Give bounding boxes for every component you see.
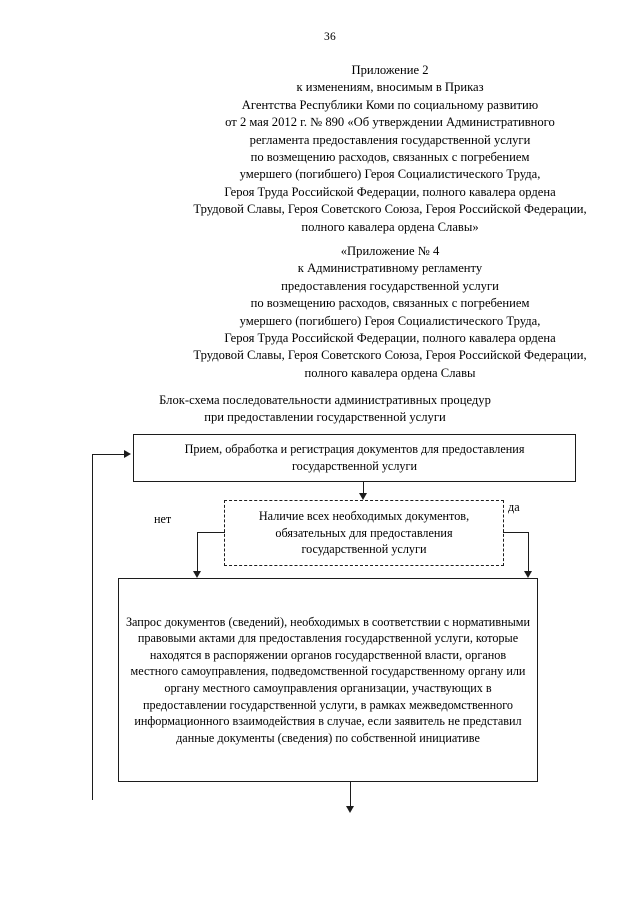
appendix-title-line: по возмещению расходов, связанных с погр… xyxy=(250,296,530,311)
arrowhead-down-icon xyxy=(359,493,367,500)
appendix-reference-line: от 2 мая 2012 г. № 890 «Об утверждении А… xyxy=(225,115,555,130)
appendix-title-line: Героя Труда Российской Федерации, полног… xyxy=(224,331,556,346)
appendix-reference-line: Героя Труда Российской Федерации, полног… xyxy=(224,184,556,199)
appendix-reference-line: Трудовой Славы, Героя Советского Союза, … xyxy=(193,202,587,217)
flowchart-node-request: Запрос документов (сведений), необходимы… xyxy=(118,578,538,782)
arrowhead-right-icon xyxy=(124,450,131,458)
arrowhead-down-icon xyxy=(346,806,354,813)
appendix-title-block: «Приложение № 4 к Административному регл… xyxy=(148,243,632,382)
connector-request-outgoing xyxy=(350,782,352,810)
appendix-title-line: к Административному регламенту xyxy=(297,261,483,276)
appendix-reference-line: по возмещению расходов, связанных с погр… xyxy=(250,150,530,165)
connector-no-horizontal xyxy=(197,532,225,534)
connector-feedback-vertical xyxy=(92,454,94,800)
flowchart-node-decision-label: Наличие всех необходимых документов, обя… xyxy=(258,509,470,557)
appendix-reference-line: Агентства Республики Коми по социальному… xyxy=(241,97,539,112)
appendix-reference-line: умершего (погибшего) Героя Социалистичес… xyxy=(239,167,541,182)
flowchart-node-decision: Наличие всех необходимых документов, обя… xyxy=(224,500,504,566)
appendix-reference-line: полного кавалера ордена Славы» xyxy=(301,219,479,234)
flowchart-title: Блок-схема последовательности администра… xyxy=(90,392,560,427)
appendix-title-line: умершего (погибшего) Героя Социалистичес… xyxy=(239,313,541,328)
appendix-reference-block: Приложение 2 к изменениям, вносимым в Пр… xyxy=(148,62,632,236)
arrowhead-down-icon xyxy=(524,571,532,578)
connector-yes-vertical xyxy=(528,532,530,574)
appendix-title-line: полного кавалера ордена Славы xyxy=(304,365,476,380)
flowchart-title-line: Блок-схема последовательности администра… xyxy=(159,393,491,407)
appendix-reference-line: регламента предоставления государственно… xyxy=(249,132,531,147)
connector-feedback-horizontal xyxy=(92,454,125,456)
connector-intake-to-decision xyxy=(363,482,365,496)
connector-yes-horizontal xyxy=(503,532,529,534)
flowchart-node-intake-label: Прием, обработка и регистрация документо… xyxy=(184,442,525,473)
flowchart-node-request-label: Запрос документов (сведений), необходимы… xyxy=(125,614,531,745)
flowchart-node-intake: Прием, обработка и регистрация документо… xyxy=(133,434,576,482)
arrowhead-down-icon xyxy=(193,571,201,578)
flowchart-branch-label-yes: да xyxy=(508,500,520,514)
appendix-title-line: Трудовой Славы, Героя Советского Союза, … xyxy=(193,348,587,363)
appendix-title-line: предоставления государственной услуги xyxy=(281,278,499,293)
flowchart-title-line: при предоставлении государственной услуг… xyxy=(204,410,446,425)
page-number: 36 xyxy=(324,31,336,43)
appendix-reference-line: к изменениям, вносимым в Приказ xyxy=(296,80,484,95)
appendix-title-line: «Приложение № 4 xyxy=(340,244,440,258)
connector-no-vertical xyxy=(197,532,199,574)
appendix-reference-line: Приложение 2 xyxy=(351,63,429,77)
flowchart-branch-label-no: нет xyxy=(154,512,172,526)
